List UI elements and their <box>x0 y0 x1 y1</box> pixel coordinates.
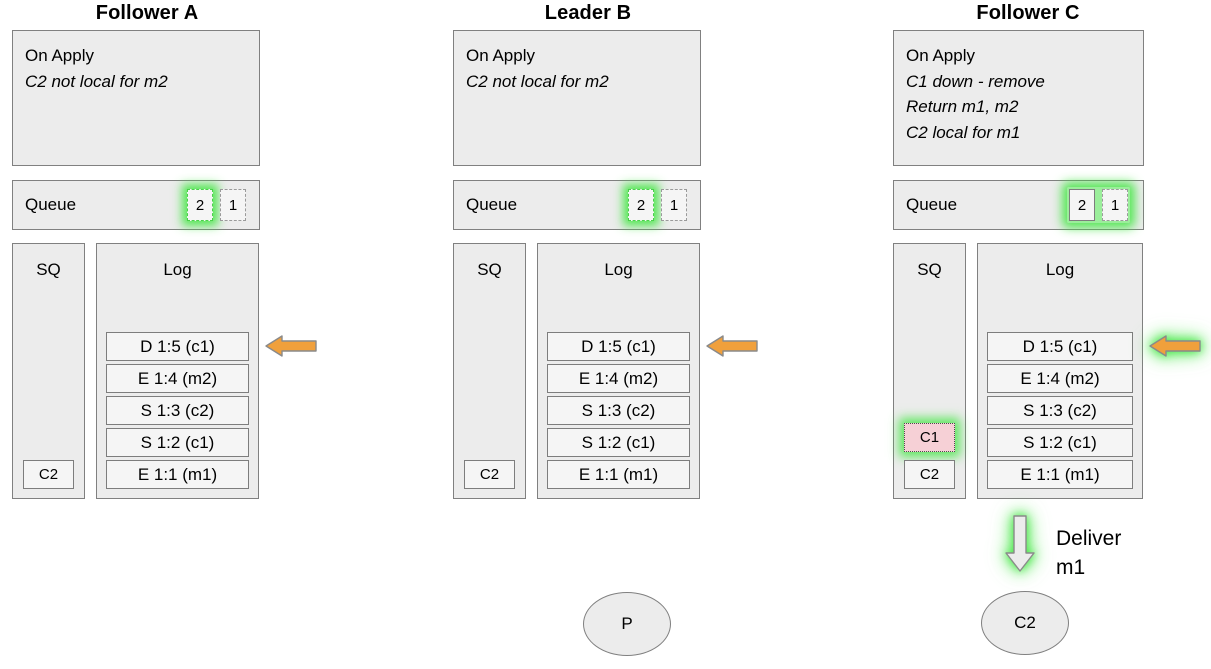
state-columns: SQ C2 Log D 1:5 (c1) E 1:4 (m2) S 1:3 (c… <box>12 243 259 499</box>
state-columns: SQ C2 Log D 1:5 (c1) E 1:4 (m2) S 1:3 (c… <box>453 243 700 499</box>
client-ellipse-label: P <box>621 614 633 633</box>
queue-slots: 2 1 <box>187 189 246 221</box>
on-apply-line: C2 local for m1 <box>906 122 1021 142</box>
log-header: Log <box>1045 260 1075 279</box>
sq-stack: C2 <box>13 460 84 489</box>
client-ellipse-c2[interactable]: C2 <box>981 591 1069 655</box>
queue-slot[interactable]: 2 <box>187 189 213 221</box>
sq-header: SQ <box>477 260 502 279</box>
sq-column: SQ C2 <box>453 243 526 499</box>
on-apply-line: C2 not local for m2 <box>466 71 609 91</box>
on-apply-box: On Apply C1 down - remove Return m1, m2 … <box>893 30 1144 166</box>
log-stack: D 1:5 (c1) E 1:4 (m2) S 1:3 (c2) S 1:2 (… <box>987 332 1133 489</box>
log-stack: D 1:5 (c1) E 1:4 (m2) S 1:3 (c2) S 1:2 (… <box>547 332 690 489</box>
log-entry[interactable]: S 1:2 (c1) <box>987 428 1133 457</box>
log-entry[interactable]: E 1:1 (m1) <box>987 460 1133 489</box>
sq-header: SQ <box>36 260 61 279</box>
queue-label: Queue <box>25 195 77 214</box>
client-ellipse-label: C2 <box>1014 613 1036 632</box>
queue-slot[interactable]: 1 <box>1102 189 1128 221</box>
queue-slot[interactable]: 1 <box>661 189 687 221</box>
on-apply-header: On Apply <box>466 46 535 65</box>
incoming-arrow-left-highlighted-icon <box>1149 333 1201 359</box>
queue-slot[interactable]: 2 <box>628 189 654 221</box>
log-header: Log <box>163 260 192 279</box>
log-entry[interactable]: S 1:3 (c2) <box>547 396 690 425</box>
log-column: Log D 1:5 (c1) E 1:4 (m2) S 1:3 (c2) S 1… <box>96 243 259 499</box>
log-entry[interactable]: D 1:5 (c1) <box>987 332 1133 361</box>
sq-column: SQ C2 <box>12 243 85 499</box>
log-column: Log D 1:5 (c1) E 1:4 (m2) S 1:3 (c2) S 1… <box>537 243 700 499</box>
client-ellipse-p[interactable]: P <box>583 592 671 656</box>
log-entry[interactable]: E 1:4 (m2) <box>547 364 690 393</box>
node-panel-follower-a: Follower A On Apply C2 not local for m2 … <box>12 0 282 499</box>
on-apply-line: Return m1, m2 <box>906 97 1019 116</box>
queue-slots: 2 1 <box>628 189 687 221</box>
queue-label: Queue <box>906 195 958 214</box>
queue-slot[interactable]: 2 <box>1069 189 1095 221</box>
incoming-arrow-left-icon <box>265 333 317 359</box>
log-entry[interactable]: D 1:5 (c1) <box>547 332 690 361</box>
node-title: Follower C <box>976 2 1080 24</box>
on-apply-line: C2 not local for m2 <box>25 71 168 91</box>
node-title: Follower A <box>95 2 199 24</box>
sq-column: SQ C1 C2 <box>893 243 966 499</box>
on-apply-box: On Apply C2 not local for m2 <box>12 30 260 166</box>
deliver-arrow-down-icon <box>1004 515 1036 573</box>
sq-stack: C1 C2 <box>894 423 965 489</box>
node-panel-leader-b: Leader B On Apply C2 not local for m2 Qu… <box>453 0 723 499</box>
log-header: Log <box>604 260 633 279</box>
queue-slot[interactable]: 1 <box>220 189 246 221</box>
state-columns: SQ C1 C2 Log D 1:5 (c1) E 1:4 (m2) S 1:3… <box>893 243 1143 499</box>
node-panel-follower-c: Follower C On Apply C1 down - remove Ret… <box>893 0 1163 499</box>
log-stack: D 1:5 (c1) E 1:4 (m2) S 1:3 (c2) S 1:2 (… <box>106 332 249 489</box>
log-entry[interactable]: S 1:3 (c2) <box>106 396 249 425</box>
deliver-label: Deliver m1 <box>1056 527 1122 579</box>
sq-stack: C2 <box>454 460 525 489</box>
sq-item[interactable]: C2 <box>904 460 955 489</box>
queue-box: Queue 2 1 <box>453 180 701 230</box>
queue-slot-glow-group: 2 1 <box>1067 187 1130 223</box>
sq-item[interactable]: C2 <box>464 460 515 489</box>
log-entry[interactable]: E 1:1 (m1) <box>106 460 249 489</box>
log-entry[interactable]: D 1:5 (c1) <box>106 332 249 361</box>
log-entry[interactable]: E 1:1 (m1) <box>547 460 690 489</box>
queue-slots: 2 1 <box>1067 187 1130 223</box>
node-title: Leader B <box>544 2 632 24</box>
log-entry[interactable]: E 1:4 (m2) <box>987 364 1133 393</box>
log-entry[interactable]: E 1:4 (m2) <box>106 364 249 393</box>
on-apply-line: C1 down - remove <box>906 71 1045 91</box>
on-apply-header: On Apply <box>906 46 975 65</box>
log-entry[interactable]: S 1:2 (c1) <box>547 428 690 457</box>
log-entry[interactable]: S 1:3 (c2) <box>987 396 1133 425</box>
log-column: Log D 1:5 (c1) E 1:4 (m2) S 1:3 (c2) S 1… <box>977 243 1143 499</box>
on-apply-box: On Apply C2 not local for m2 <box>453 30 701 166</box>
log-entry[interactable]: S 1:2 (c1) <box>106 428 249 457</box>
on-apply-header: On Apply <box>25 46 94 65</box>
queue-box: Queue 2 1 <box>893 180 1144 230</box>
queue-box: Queue 2 1 <box>12 180 260 230</box>
queue-label: Queue <box>466 195 518 214</box>
incoming-arrow-left-icon <box>706 333 758 359</box>
sq-item[interactable]: C1 <box>904 423 955 452</box>
sq-item[interactable]: C2 <box>23 460 74 489</box>
sq-header: SQ <box>917 260 942 279</box>
